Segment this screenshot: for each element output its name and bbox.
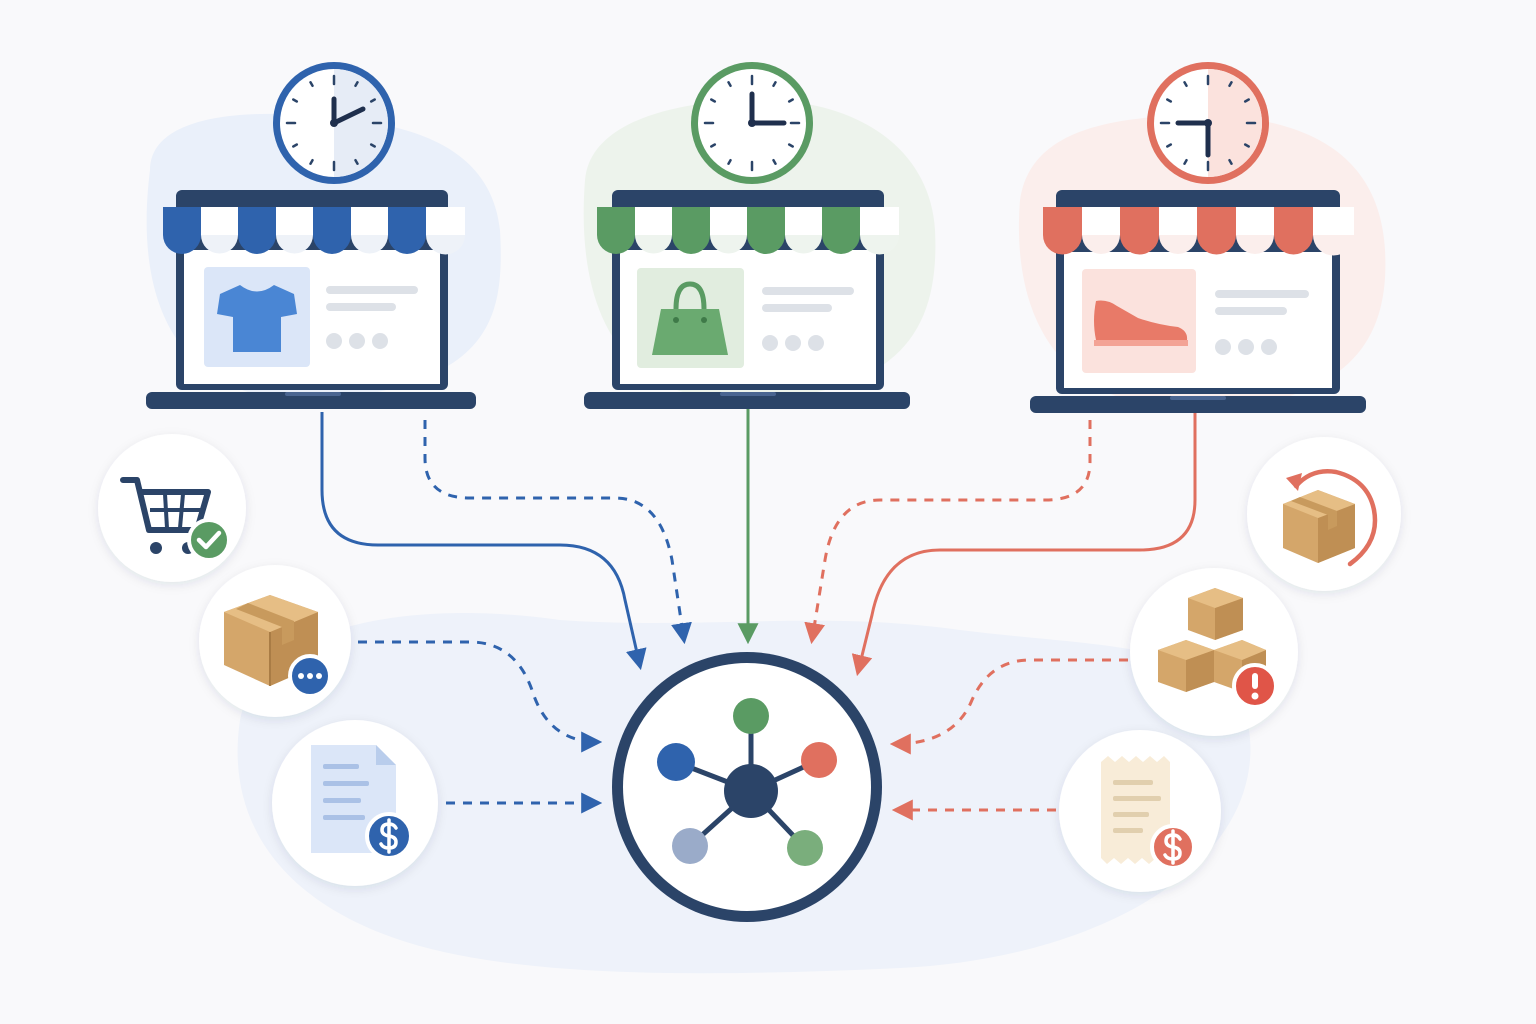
receipt-dollar-icon	[1101, 756, 1196, 870]
text-placeholder	[1215, 307, 1287, 315]
pagination-dots	[762, 335, 824, 351]
sneaker-icon	[1094, 300, 1188, 340]
cart-check-icon	[120, 477, 231, 562]
receipt-payment-bubble[interactable]	[1059, 730, 1221, 892]
clock-icon	[273, 62, 395, 184]
package-pending-icon	[224, 595, 332, 698]
text-placeholder	[1215, 290, 1309, 298]
store-bags[interactable]	[584, 62, 910, 409]
awning-striped	[597, 207, 899, 255]
link-shoes-solid	[851, 412, 1197, 677]
pagination-dots	[1215, 339, 1277, 355]
shipment-pending-bubble[interactable]	[199, 565, 351, 717]
link-shoes-dashed	[804, 420, 1092, 645]
laptop-base	[584, 392, 910, 409]
clock-icon	[691, 62, 813, 184]
store-shoes[interactable]	[1030, 62, 1366, 413]
link-clothing-dashed	[423, 420, 692, 645]
central-hub[interactable]	[612, 652, 882, 922]
laptop-base	[146, 392, 476, 409]
clock-icon	[1147, 62, 1269, 184]
awning-striped	[163, 207, 465, 255]
invoice-payment-bubble[interactable]	[272, 720, 438, 886]
sneaker-sole	[1094, 340, 1188, 346]
stock-alert-bubble[interactable]	[1130, 568, 1298, 736]
laptop-base	[1030, 396, 1366, 413]
store-clothing[interactable]	[146, 62, 476, 409]
text-placeholder	[762, 287, 854, 295]
invoice-dollar-icon	[311, 745, 413, 860]
return-bubble[interactable]	[1247, 437, 1401, 591]
connection-lines	[320, 408, 1197, 821]
link-stock	[889, 658, 1128, 755]
tshirt-icon	[217, 285, 297, 352]
text-placeholder	[326, 303, 396, 311]
text-placeholder	[326, 286, 418, 294]
stock-alert-icon	[1158, 588, 1278, 709]
text-placeholder	[762, 304, 832, 312]
pagination-dots	[326, 333, 388, 349]
link-clothing-solid	[320, 412, 647, 671]
handbag-icon	[652, 281, 728, 355]
package-return-icon	[1283, 469, 1378, 567]
link-shipment	[358, 640, 603, 753]
network-hub-icon	[657, 698, 837, 866]
awning-striped	[1043, 207, 1354, 256]
order-confirmed-bubble[interactable]	[98, 434, 246, 582]
